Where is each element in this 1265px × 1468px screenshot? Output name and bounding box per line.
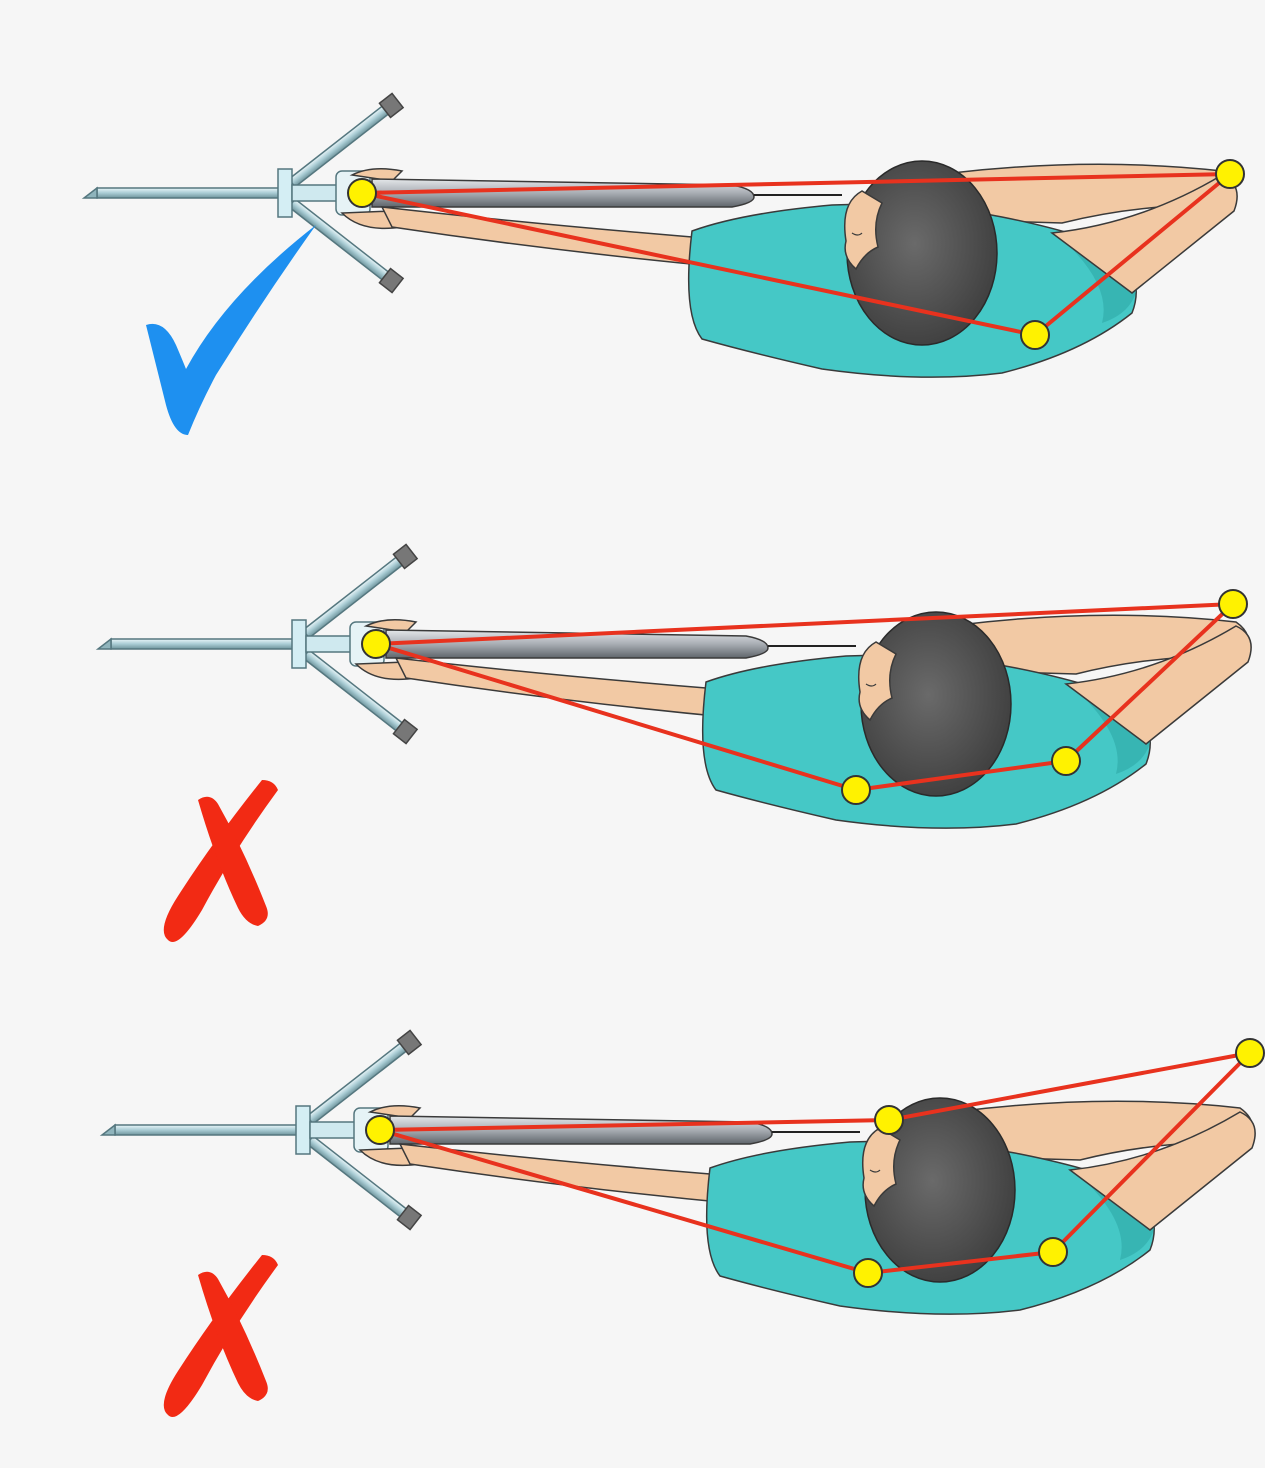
joint-marker: [854, 1259, 882, 1287]
joint-marker: [1236, 1039, 1264, 1067]
joint-marker: [1219, 590, 1247, 618]
cross-mark-icon: [164, 780, 278, 942]
joint-marker: [348, 179, 376, 207]
check-mark-icon: [146, 225, 316, 435]
joint-marker: [875, 1106, 903, 1134]
joint-marker: [842, 776, 870, 804]
panel-incorrect-1: [98, 544, 1251, 942]
joint-marker: [1052, 747, 1080, 775]
joint-marker: [362, 630, 390, 658]
joint-marker: [366, 1116, 394, 1144]
archer-figure: [84, 93, 1237, 377]
joint-marker: [1021, 321, 1049, 349]
panel-incorrect-2: [102, 1030, 1264, 1417]
panel-correct: [84, 93, 1244, 435]
cross-mark-icon: [164, 1255, 278, 1417]
joint-marker: [1039, 1238, 1067, 1266]
joint-marker: [1216, 160, 1244, 188]
archer-figure: [102, 1030, 1255, 1314]
